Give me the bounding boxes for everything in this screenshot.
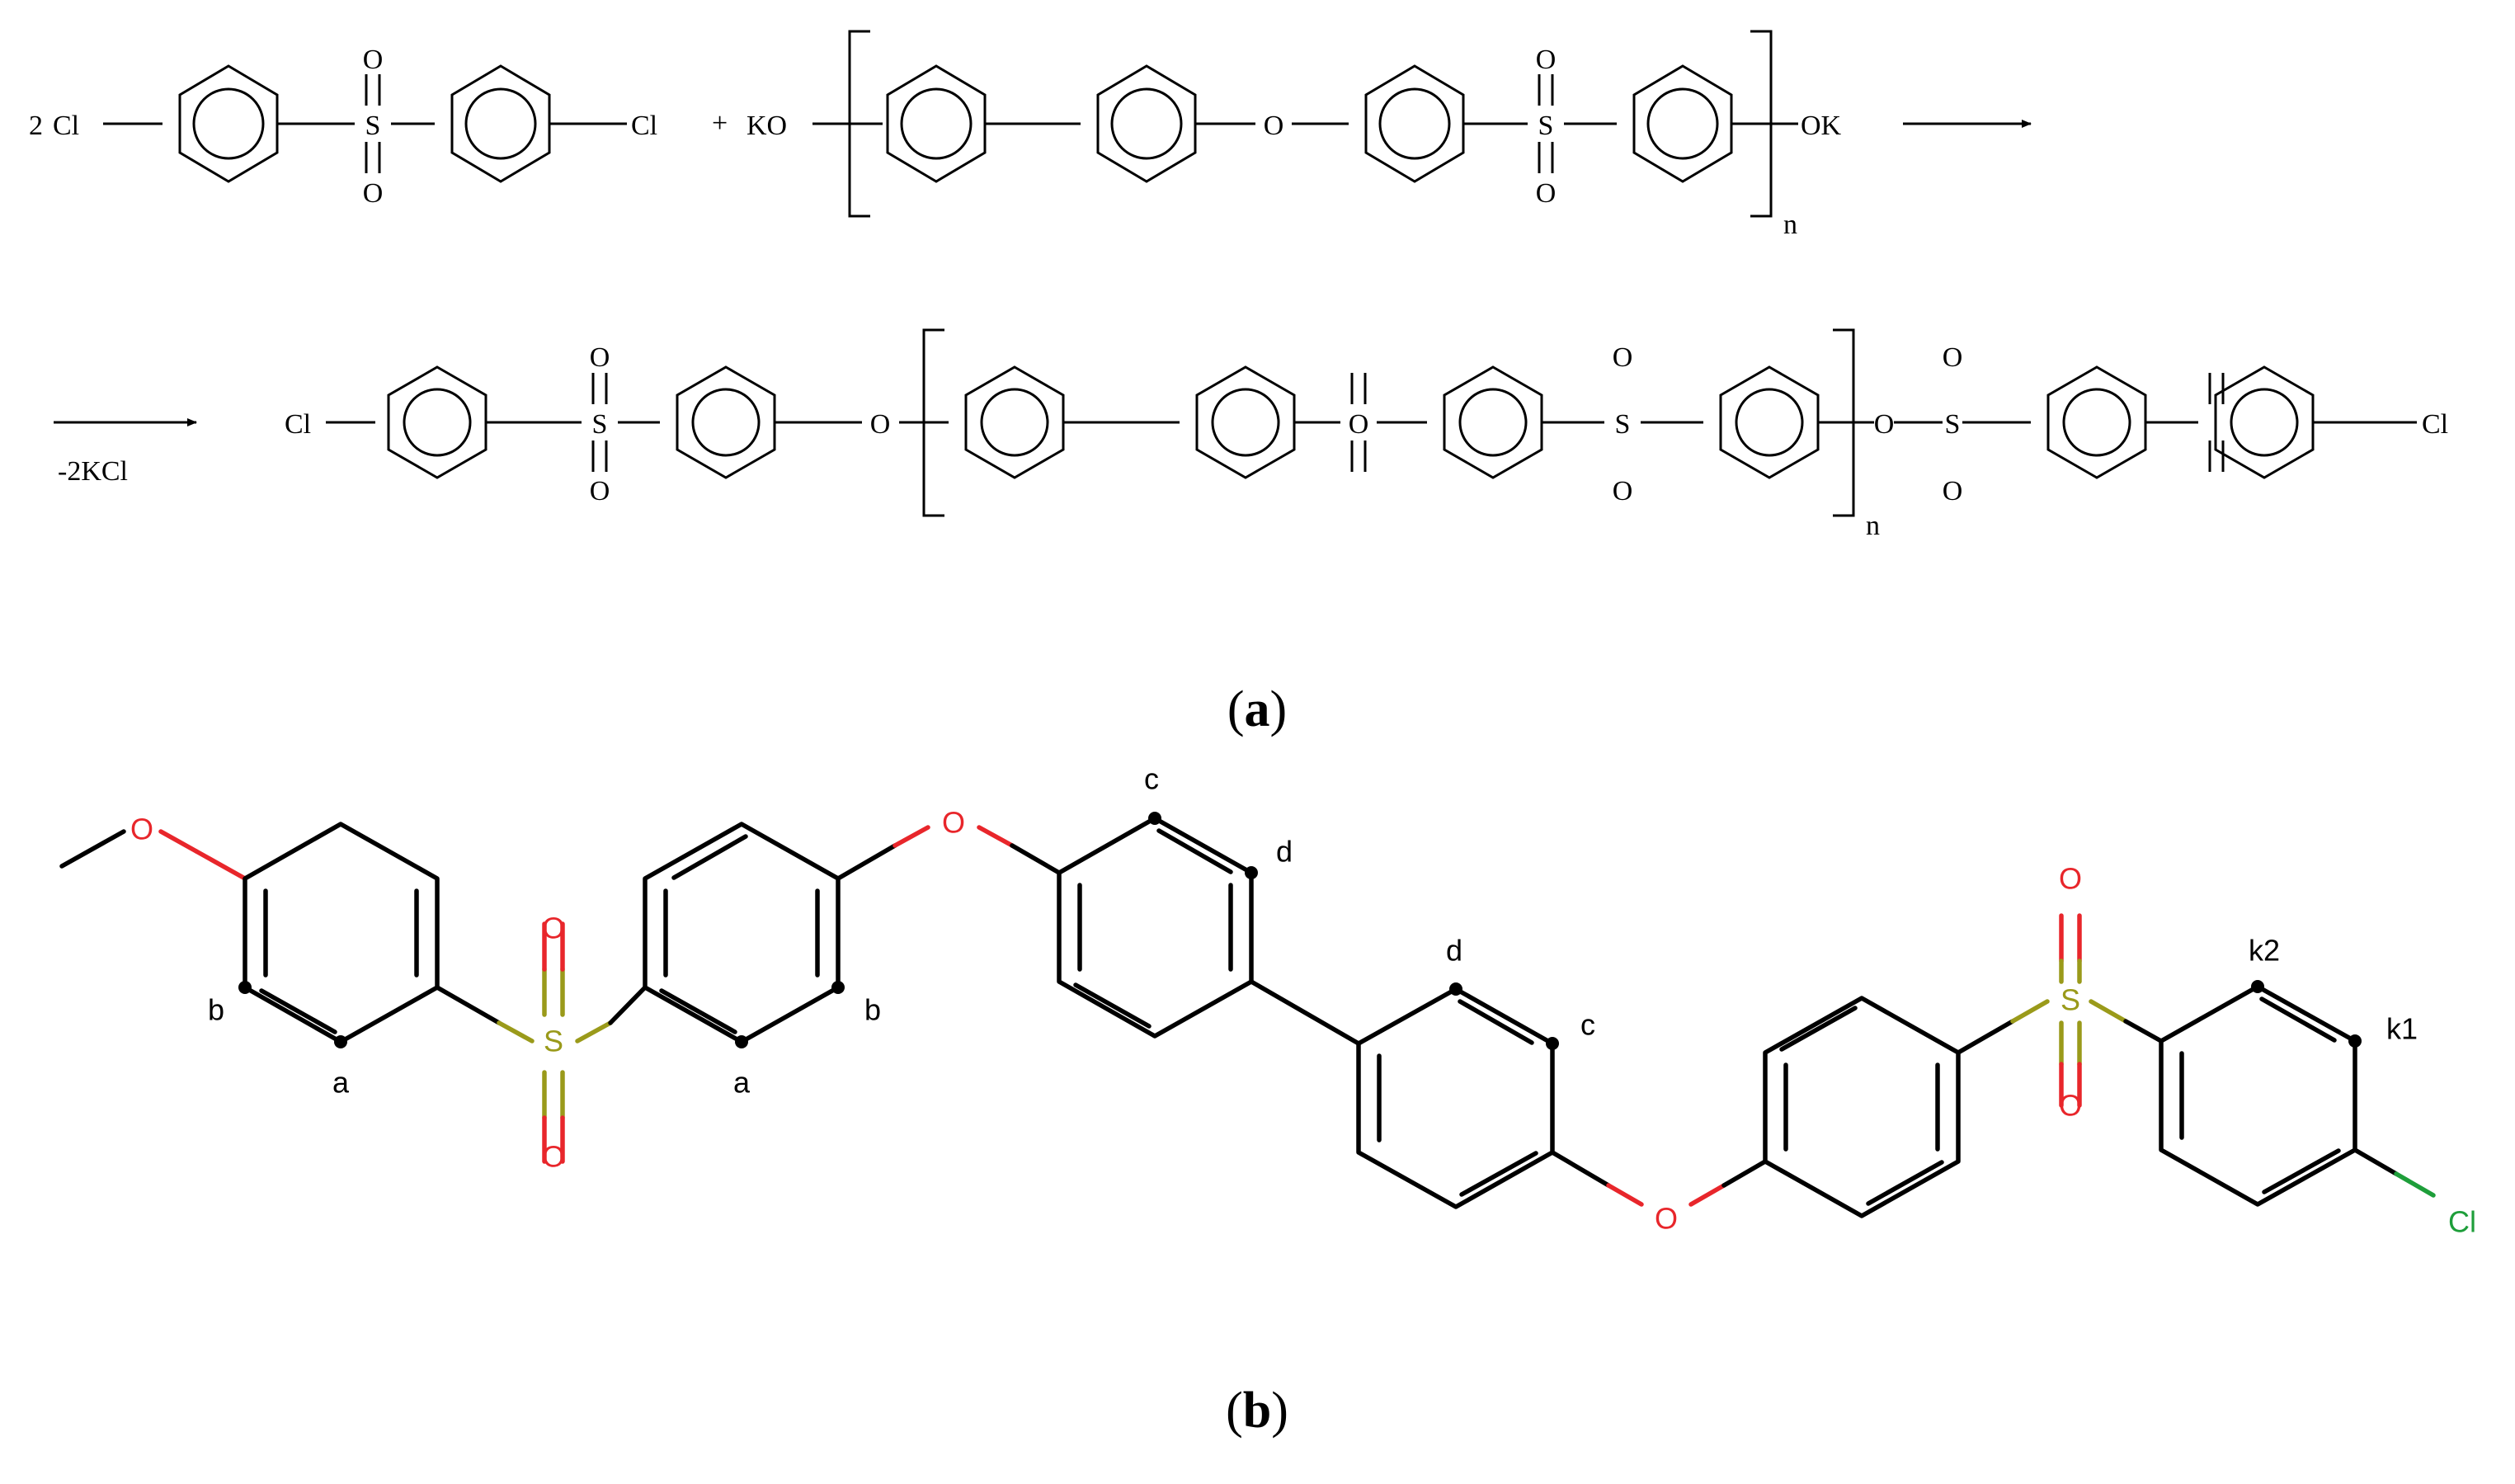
aromatic-circle bbox=[691, 388, 761, 457]
panel-label-a: (a) bbox=[1227, 681, 1287, 737]
proton-markers bbox=[238, 812, 2362, 1050]
plus-sign: + bbox=[712, 108, 728, 139]
aromatic-circle bbox=[192, 87, 265, 160]
proton-label-a: a bbox=[332, 1066, 350, 1100]
proton-label-d: d bbox=[1446, 934, 1462, 968]
oxygen-label: O bbox=[1349, 409, 1369, 440]
oxygen-atom: O bbox=[542, 1140, 565, 1174]
oxygen-label: O bbox=[1874, 409, 1895, 440]
aromatic-circle bbox=[900, 87, 973, 160]
aromatic-circle bbox=[980, 388, 1049, 457]
left-bracket bbox=[848, 30, 870, 218]
benzene-ring bbox=[1443, 365, 1543, 479]
sulfur-label: S bbox=[1538, 111, 1554, 141]
ring-1 bbox=[243, 822, 440, 1044]
benzene-ring bbox=[1719, 365, 1820, 479]
oxygen-label: O bbox=[870, 409, 891, 440]
ring-4 bbox=[1356, 987, 1555, 1209]
proton-label-a: a bbox=[733, 1066, 751, 1100]
ring-3 bbox=[1057, 816, 1254, 1039]
benzene-ring bbox=[1364, 64, 1465, 183]
reaction-scheme bbox=[54, 30, 2417, 517]
oxygen-label: O bbox=[1613, 476, 1633, 506]
repeat-unit-subscript: n bbox=[1783, 210, 1797, 240]
benzene-ring bbox=[387, 365, 487, 479]
benzene-ring bbox=[1195, 365, 1296, 479]
oxygen-label: O bbox=[363, 45, 384, 75]
sulfur-label: S bbox=[1615, 409, 1631, 440]
aromatic-circle bbox=[403, 388, 472, 457]
proton-label-c: c bbox=[1144, 762, 1159, 796]
benzene-ring bbox=[964, 365, 1065, 479]
aromatic-circle bbox=[2230, 388, 2299, 457]
right-bracket bbox=[1750, 30, 1773, 218]
potassium-oxide-label: KO bbox=[746, 111, 787, 141]
oxygen-label: O bbox=[1264, 111, 1284, 141]
oxygen-label: O bbox=[1943, 342, 1963, 373]
oxygen-atom: O bbox=[2059, 862, 2082, 896]
benzene-ring bbox=[1632, 64, 1733, 183]
oxygen-atom: O bbox=[130, 813, 153, 846]
sulfur-label: S bbox=[592, 409, 608, 440]
molecular-structure bbox=[59, 816, 2436, 1218]
proton-label-k2: k2 bbox=[2249, 934, 2280, 968]
aromatic-circle bbox=[1378, 87, 1451, 160]
oxygen-label: O bbox=[1943, 476, 1963, 506]
right-bracket bbox=[1833, 328, 1855, 517]
aromatic-circle bbox=[1735, 388, 1804, 457]
ring-6 bbox=[2159, 984, 2357, 1207]
aromatic-circle bbox=[1646, 87, 1719, 160]
proton-label-b: b bbox=[208, 993, 224, 1027]
proton-label-d: d bbox=[1276, 835, 1293, 869]
sulfur-atom: S bbox=[544, 1025, 563, 1058]
oxygen-label: O bbox=[363, 178, 384, 209]
oxygen-label: O bbox=[1613, 342, 1633, 373]
aromatic-circle bbox=[1110, 87, 1183, 160]
benzene-ring bbox=[676, 365, 776, 479]
proton-label-c: c bbox=[1580, 1008, 1595, 1042]
oxygen-label: O bbox=[1536, 45, 1557, 75]
sulfur-label: S bbox=[1945, 409, 1961, 440]
chlorine-label: Cl bbox=[285, 409, 311, 440]
benzene-ring bbox=[1096, 64, 1197, 183]
panel-label-b: (b) bbox=[1226, 1383, 1288, 1439]
benzene-ring bbox=[2046, 365, 2147, 479]
oxygen-atom: O bbox=[2059, 1089, 2082, 1123]
oxygen-potassium-label: OK bbox=[1801, 111, 1842, 141]
byproduct-label: -2KCl bbox=[58, 456, 128, 487]
benzene-ring bbox=[178, 64, 279, 183]
proton-label-b: b bbox=[864, 993, 881, 1027]
ring-5 bbox=[1763, 996, 1961, 1218]
aromatic-circle bbox=[1211, 388, 1280, 457]
oxygen-label: O bbox=[1536, 178, 1557, 209]
chlorine-label: Cl bbox=[631, 111, 657, 141]
coefficient-label: 2 bbox=[29, 111, 43, 141]
sulfur-atom: S bbox=[2061, 983, 2080, 1017]
benzene-ring bbox=[450, 64, 551, 183]
aromatic-circle bbox=[464, 87, 537, 160]
oxygen-atom: O bbox=[542, 912, 565, 945]
chlorine-label: Cl bbox=[2422, 409, 2448, 440]
aromatic-circle bbox=[1458, 388, 1528, 457]
oxygen-atom: O bbox=[1655, 1202, 1678, 1236]
benzene-ring bbox=[886, 64, 987, 183]
ring-2 bbox=[643, 822, 841, 1044]
left-bracket bbox=[922, 328, 944, 517]
oxygen-label: O bbox=[590, 476, 610, 506]
chlorine-atom: Cl bbox=[2448, 1205, 2476, 1239]
proton-label-k1: k1 bbox=[2386, 1012, 2418, 1046]
oxygen-label: O bbox=[590, 342, 610, 373]
chlorine-label: Cl bbox=[53, 111, 79, 141]
repeat-unit-subscript: n bbox=[1866, 511, 1880, 541]
sulfur-label: S bbox=[365, 111, 381, 141]
benzene-ring bbox=[2214, 365, 2315, 479]
oxygen-atom: O bbox=[942, 806, 965, 840]
aromatic-circle bbox=[2062, 388, 2131, 457]
